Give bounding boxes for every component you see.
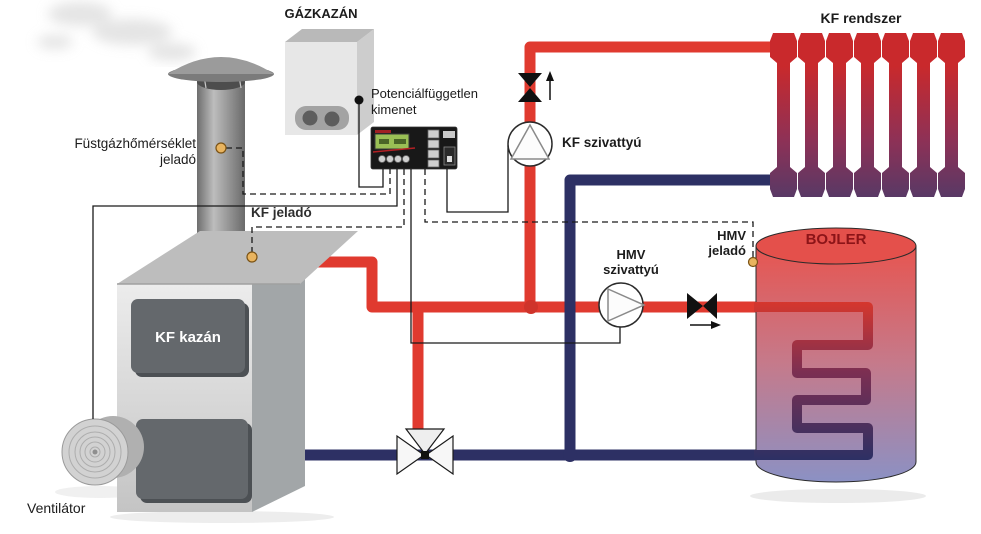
- check-valve: [687, 293, 721, 329]
- fan-wire: [92, 169, 398, 419]
- potential-free-output-dot: [354, 95, 364, 105]
- hot-pipe-junction: [524, 300, 538, 314]
- hmv-pump-symbol: [598, 282, 646, 328]
- potential-free-output-label: Potenciálfüggetlen kimenet: [371, 86, 478, 118]
- tank-label: BOJLER: [805, 231, 867, 248]
- kf-return-pipe: [564, 174, 775, 455]
- flow-right-arrow: [711, 321, 721, 329]
- kf-sensor-wire: [251, 169, 405, 253]
- three-way-mixing-valve: [396, 428, 454, 476]
- controller: [370, 126, 458, 170]
- flue-gas-sensor-label: Füstgázhőmérséklet jeladó: [56, 136, 196, 168]
- kf-pump-symbol: [507, 121, 553, 167]
- kf-boiler: [117, 231, 358, 512]
- kf-pump-label: KF szivattyú: [562, 135, 642, 150]
- gas-boiler-label: GÁZKAZÁN: [284, 6, 358, 21]
- cold-pipe-junction: [563, 448, 577, 462]
- sensors: [215, 142, 759, 268]
- hot-water-tank: [754, 227, 917, 483]
- hmv-sensor-line1: HMV: [717, 228, 746, 243]
- flue-sensor-line1: Füstgázhőmérséklet: [74, 136, 196, 151]
- chimney: [168, 57, 274, 258]
- kf-supply-pipe: [524, 41, 775, 307]
- kf-boiler-label: KF kazán: [155, 329, 221, 346]
- fan: [61, 416, 144, 486]
- kf-sensor-label: KF jeladó: [251, 205, 312, 220]
- potential-free-wire: [358, 104, 384, 188]
- gas-boiler: [285, 29, 374, 135]
- boiler-supply-pipe: [306, 256, 790, 313]
- hmv-pump-line1: HMV: [616, 247, 646, 262]
- kf-sensor-dot: [246, 251, 258, 263]
- hmv-pump-line2: szivattyú: [603, 262, 659, 277]
- hmv-sensor-line2: jeladó: [708, 243, 746, 258]
- pipes: [298, 41, 790, 462]
- hmv-sensor-dot: [747, 256, 759, 268]
- tank-coil: [754, 302, 873, 460]
- flue-sensor-wire: [226, 147, 391, 195]
- fan-label: Ventilátor: [27, 500, 86, 516]
- controller-buttons[interactable]: [378, 129, 440, 168]
- potential-free-line1: Potenciálfüggetlen: [371, 86, 478, 101]
- shutoff-valve: [518, 71, 554, 102]
- radiator: [770, 33, 965, 197]
- hmv-pump-label: HMV szivattyú: [594, 247, 668, 277]
- controller-lcd: [374, 133, 410, 150]
- kf-system-label: KF rendszer: [820, 10, 902, 26]
- hmv-pump-wire: [410, 169, 621, 344]
- potential-free-line2: kimenet: [371, 102, 417, 117]
- flue-gas-sensor-dot: [215, 142, 227, 154]
- hmv-sensor-label: HMV jeladó: [688, 228, 746, 258]
- smoke: [37, 2, 196, 61]
- flow-up-arrow: [546, 71, 554, 81]
- flue-sensor-line2: jeladó: [159, 152, 196, 167]
